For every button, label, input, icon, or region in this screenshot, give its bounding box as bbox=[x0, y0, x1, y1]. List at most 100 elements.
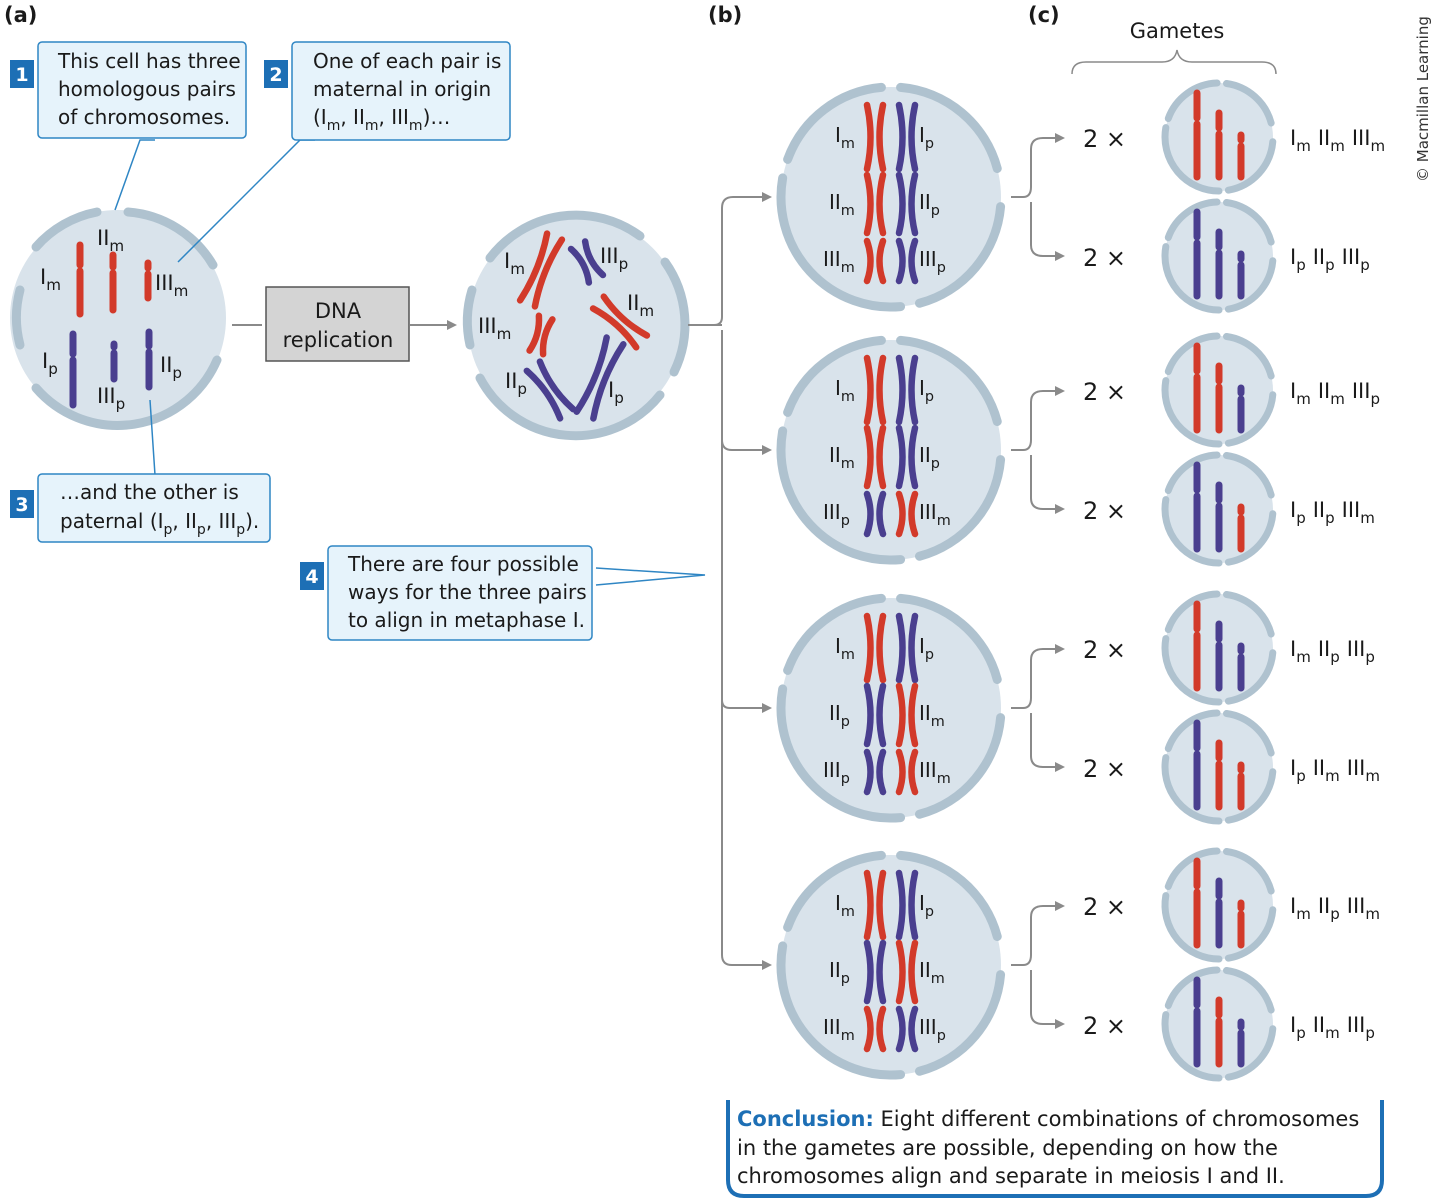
metaphase-2-chromosome-IIIp bbox=[863, 490, 887, 538]
dna-replication-box bbox=[265, 286, 410, 362]
metaphase-4-chromosome-Im bbox=[863, 869, 887, 941]
metaphase-1-label-IIIp: IIIp bbox=[919, 247, 946, 276]
metaphase-4-chromosome-Ip bbox=[895, 869, 919, 941]
metaphase-3-label-IIIp: IIIp bbox=[823, 758, 850, 787]
cell-a-label-IIIp: IIIp bbox=[97, 384, 125, 413]
gamete-fork-3 bbox=[1011, 644, 1065, 772]
badge-3-number: 3 bbox=[15, 494, 28, 516]
conclusion-line2: in the gametes are possible, depending o… bbox=[737, 1136, 1278, 1160]
conclusion-line3: chromosomes align and separate in meiosi… bbox=[737, 1164, 1285, 1188]
callout-3-line-2: paternal (Ip, IIp, IIIp). bbox=[60, 509, 259, 538]
metaphase-2-chromosome-Im bbox=[863, 354, 887, 426]
callout-2-line-3: (Im, IIm, IIIm)… bbox=[313, 105, 450, 134]
badge-2 bbox=[264, 60, 288, 88]
cell-a-label-IIp: IIp bbox=[160, 353, 182, 382]
cell-a-body bbox=[10, 210, 226, 426]
metaphase-2-label-Im: Im bbox=[835, 376, 855, 405]
dup-label-IIIm: IIIm bbox=[478, 314, 511, 343]
copyright-text: © Macmillan Learning bbox=[1414, 16, 1432, 182]
badge-4-number: 4 bbox=[305, 566, 318, 588]
metaphase-3-label-IIm: IIm bbox=[919, 701, 945, 730]
callout-4: 4 There are four possible ways for the th… bbox=[300, 545, 593, 641]
metaphase-3-chromosome-IIm bbox=[895, 682, 919, 748]
dup-chromosome-Ip bbox=[573, 334, 627, 422]
callout-4-line-1: There are four possible bbox=[347, 552, 579, 576]
gametes-brace bbox=[1071, 49, 1277, 75]
badge-1 bbox=[10, 60, 34, 88]
metaphase-2-chromosome-IIp bbox=[895, 424, 919, 490]
gamete-multiplier: 2 × bbox=[1083, 244, 1126, 272]
metaphase-3-label-Im: Im bbox=[835, 634, 855, 663]
metaphase-4-label-IIm: IIm bbox=[919, 958, 945, 987]
metaphase-1-label-Ip: Ip bbox=[919, 123, 934, 152]
dup-label-IIm: IIm bbox=[627, 291, 654, 320]
metaphase-3-label-IIp: IIp bbox=[829, 701, 850, 730]
metaphase-2-label-IIIp: IIIp bbox=[823, 500, 850, 529]
dup-label-IIp: IIp bbox=[505, 369, 527, 398]
metaphase-3-label-IIIm: IIIm bbox=[919, 758, 951, 787]
metaphase-4-label-Ip: Ip bbox=[919, 891, 934, 920]
gamete-fork-1 bbox=[1011, 133, 1065, 261]
badge-4 bbox=[300, 562, 324, 590]
metaphase-1-label-Im: Im bbox=[835, 123, 855, 152]
callout-2-line-2: maternal in origin bbox=[313, 77, 491, 101]
metaphase-2-chromosome-IIIm bbox=[895, 490, 919, 538]
metaphase-1-chromosome-IIm bbox=[863, 171, 887, 237]
gamete-multiplier: 2 × bbox=[1083, 636, 1126, 664]
gamete-multiplier: 2 × bbox=[1083, 1012, 1126, 1040]
branch-arrows-b bbox=[688, 192, 772, 970]
cell-a-label-IIm: IIm bbox=[97, 226, 124, 255]
callout-4-line-2: ways for the three pairs bbox=[348, 580, 587, 604]
panel-a-label: (a) bbox=[4, 3, 37, 27]
metaphase-1-chromosome-IIp bbox=[895, 171, 919, 237]
callout-1-line-2: homologous pairs bbox=[58, 77, 236, 101]
metaphase-3-label-Ip: Ip bbox=[919, 634, 934, 663]
gamete-multiplier: 2 × bbox=[1083, 378, 1126, 406]
panel-c-label: (c) bbox=[1028, 3, 1060, 27]
metaphase-2-chromosome-IIm bbox=[863, 424, 887, 490]
conclusion-heading: Conclusion: bbox=[737, 1107, 874, 1131]
dup-chromosome-Im bbox=[516, 230, 566, 310]
dna-box-line1: DNA bbox=[315, 299, 362, 323]
conclusion-box: Conclusion: Eight different combinations… bbox=[726, 1100, 1384, 1198]
metaphase-3-chromosome-Im bbox=[863, 612, 887, 684]
dup-label-Ip: Ip bbox=[608, 378, 624, 407]
gamete-multiplier: 2 × bbox=[1083, 497, 1126, 525]
gamete-fork-4 bbox=[1011, 901, 1065, 1029]
metaphase-4-chromosome-IIm bbox=[895, 939, 919, 1005]
cell-a-label-Ip: Ip bbox=[42, 349, 58, 378]
metaphase-1-chromosome-IIIp bbox=[895, 237, 919, 285]
dup-label-IIIp: IIIp bbox=[600, 244, 628, 273]
metaphase-1-label-IIm: IIm bbox=[829, 190, 855, 219]
dna-box-line2: replication bbox=[283, 328, 394, 352]
metaphase-2-label-IIIm: IIIm bbox=[919, 500, 951, 529]
callout-2-line-1: One of each pair is bbox=[313, 49, 501, 73]
metaphase-1-chromosome-Im bbox=[863, 101, 887, 173]
gamete-multiplier: 2 × bbox=[1083, 125, 1126, 153]
dup-chromosome-IIm bbox=[589, 293, 651, 351]
metaphase-1-chromosome-Ip bbox=[895, 101, 919, 173]
metaphase-3-chromosome-Ip bbox=[895, 612, 919, 684]
callout-1-line-1: This cell has three bbox=[57, 49, 241, 73]
gamete-multiplier: 2 × bbox=[1083, 755, 1126, 783]
metaphase-2-label-IIm: IIm bbox=[829, 443, 855, 472]
metaphase-2-chromosome-Ip bbox=[895, 354, 919, 426]
callout-4-line-3: to align in metaphase I. bbox=[348, 608, 585, 632]
metaphase-1-chromosome-IIIm bbox=[863, 237, 887, 285]
badge-1-number: 1 bbox=[15, 64, 28, 86]
